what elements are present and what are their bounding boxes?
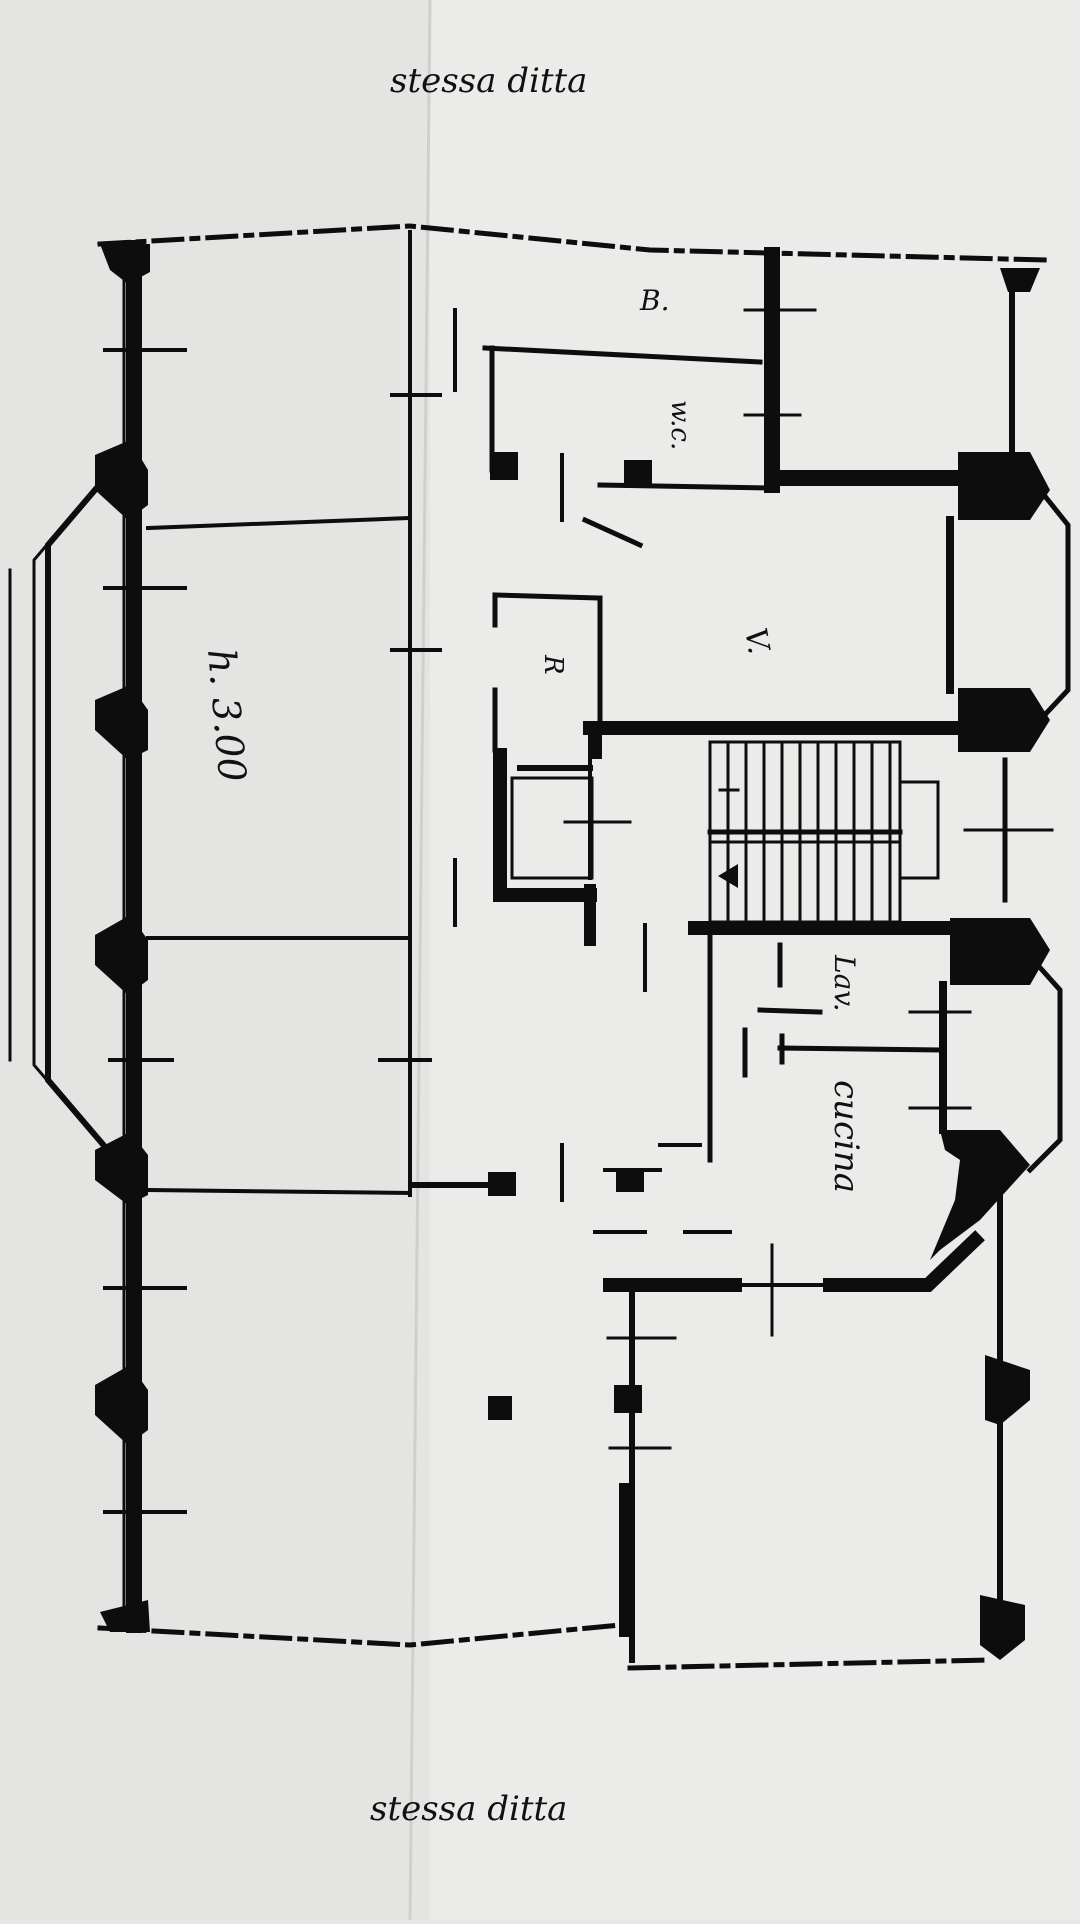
lower-right-window-marks bbox=[606, 1336, 677, 1450]
right-bay-2-pillar-top bbox=[950, 918, 1050, 985]
paper-fold-shadow bbox=[0, 0, 430, 1920]
bottom-boundary-left bbox=[97, 1622, 623, 1648]
living-column bbox=[488, 1396, 512, 1420]
lower-right-pillar-mid bbox=[985, 1355, 1030, 1425]
lower-right-top-wall-2 bbox=[823, 1230, 985, 1292]
left-pillars bbox=[95, 244, 150, 1632]
left-window-marks bbox=[103, 348, 187, 1514]
right-bay-window-1 bbox=[1036, 486, 1071, 724]
corridor-door-marks bbox=[378, 308, 647, 1202]
header-note: stessa ditta bbox=[390, 61, 587, 101]
right-bay-1-pillar-top bbox=[958, 452, 1050, 520]
room-label-laundry: Lav. bbox=[828, 954, 861, 1012]
left-bay-window-outer bbox=[32, 479, 103, 1145]
staircase bbox=[707, 740, 940, 924]
kitchen-corner-pillar bbox=[930, 1130, 1030, 1260]
room-label-r: R bbox=[538, 654, 568, 675]
kitchen-walls bbox=[707, 927, 943, 1163]
room-label-kitchen: cucina bbox=[826, 1080, 866, 1193]
paper-fold-line bbox=[408, 0, 432, 1921]
left-room-partitions bbox=[145, 230, 413, 1197]
plan-drawing bbox=[8, 223, 1071, 1671]
room-label-wc: w.c. bbox=[665, 400, 695, 450]
vestibule-walls bbox=[492, 592, 603, 753]
hall-marks bbox=[593, 1143, 732, 1234]
hall-column bbox=[616, 1168, 644, 1192]
right-bay-1-pillar-bottom bbox=[958, 688, 1050, 752]
lower-right-column bbox=[614, 1385, 642, 1413]
bath-window-marks bbox=[743, 308, 817, 417]
bottom-boundary-right bbox=[627, 1657, 993, 1671]
lift-shaft-wall bbox=[493, 748, 597, 902]
corner-pillar-top bbox=[1000, 268, 1040, 292]
lower-right-pillar-bottom bbox=[980, 1595, 1025, 1660]
wc-fixture-left bbox=[490, 452, 518, 480]
footer-note: stessa ditta bbox=[370, 1789, 567, 1829]
room-label-b: B. bbox=[639, 284, 669, 317]
room-label-v: V. bbox=[737, 625, 776, 657]
kitchen-window-marks bbox=[908, 1010, 972, 1110]
right-bay-window-2 bbox=[1026, 958, 1063, 1174]
hall-counter-end bbox=[488, 1172, 516, 1196]
top-boundary bbox=[97, 223, 1048, 263]
wc-fixture-right bbox=[624, 460, 652, 488]
